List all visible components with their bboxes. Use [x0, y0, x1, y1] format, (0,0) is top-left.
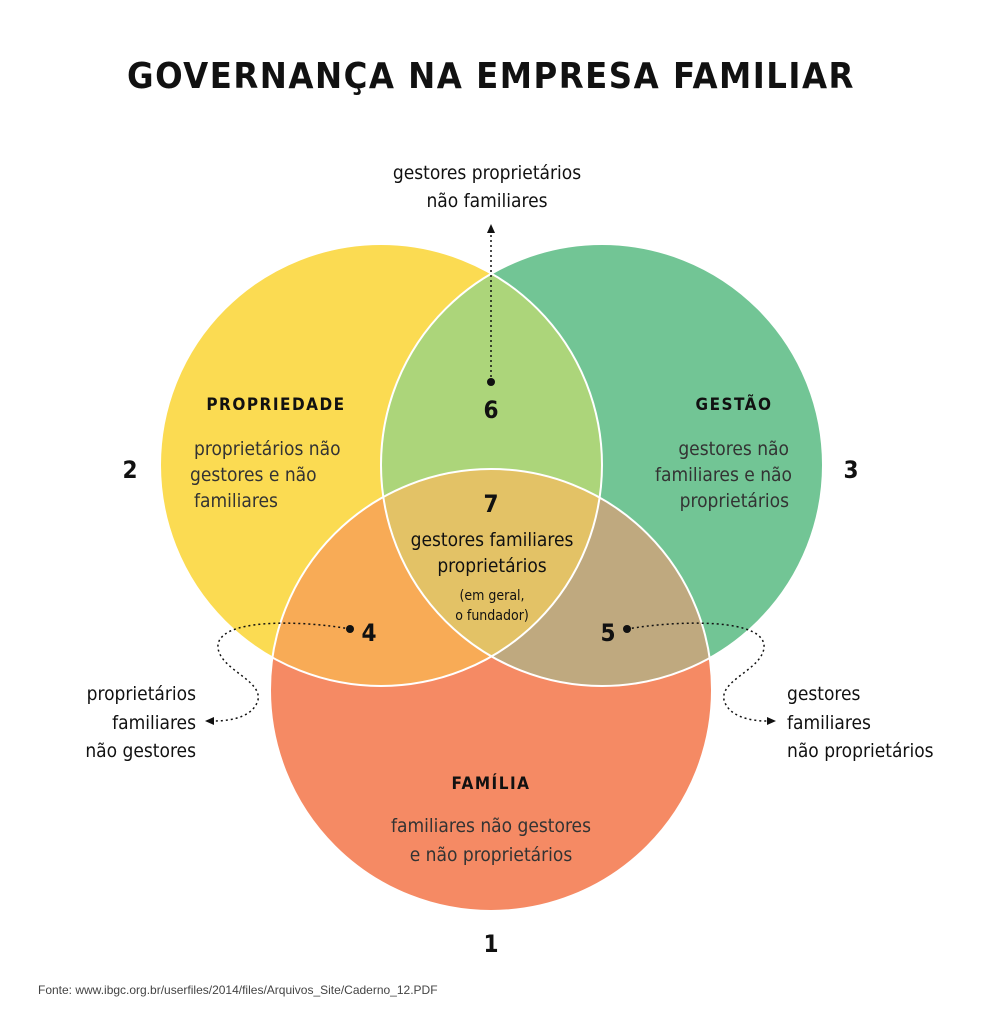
desc-propriedade-line-1: proprietários não: [194, 438, 341, 460]
desc-gestao-line-1: gestores não: [678, 438, 789, 460]
desc-propriedade-line-3: familiares: [194, 490, 278, 512]
callout-4-line-2: familiares: [112, 712, 196, 734]
callout-6-line-2: não familiares: [426, 190, 547, 212]
callout-6-line-1: gestores proprietários: [393, 162, 581, 184]
page-title: GOVERNANÇA NA EMPRESA FAMILIAR: [127, 56, 855, 97]
number-6: 6: [483, 396, 498, 424]
number-1: 1: [483, 930, 498, 958]
callout-5-line-2: familiares: [787, 712, 871, 734]
callout-4-line-1: proprietários: [87, 683, 196, 705]
desc-gestao-line-3: proprietários: [680, 490, 789, 512]
center-subtext-line-2: o fundador): [455, 608, 529, 624]
callout-5-line-1: gestores: [787, 683, 861, 705]
label-propriedade: PROPRIEDADE: [206, 395, 345, 415]
number-7: 7: [483, 490, 498, 518]
number-5: 5: [600, 619, 615, 647]
center-text-line-2: proprietários: [437, 555, 546, 577]
overlap-5-region: [381, 469, 712, 686]
callout-5-line-3: não proprietários: [787, 740, 934, 762]
desc-gestao-line-2: familiares e não: [655, 464, 792, 486]
center-subtext-line-1: (em geral,: [459, 588, 524, 604]
desc-familia-line-1: familiares não gestores: [391, 815, 591, 837]
desc-familia-line-2: e não proprietários: [410, 844, 573, 866]
callout-4-connector: [205, 622, 354, 725]
callout-4-line-3: não gestores: [85, 740, 196, 762]
center-text-line-1: gestores familiares: [411, 529, 574, 551]
number-3: 3: [843, 456, 858, 484]
callout-5-connector: [623, 622, 776, 725]
source-note: Fonte: www.ibgc.org.br/userfiles/2014/fi…: [38, 983, 438, 997]
desc-propriedade-line-2: gestores e não: [190, 464, 317, 486]
label-gestao: GESTÃO: [696, 392, 773, 415]
number-4: 4: [361, 619, 376, 647]
label-familia: FAMÍLIA: [451, 772, 530, 794]
circle-outlines: [159, 243, 824, 912]
number-2: 2: [122, 456, 137, 484]
callout-6-connector: [487, 224, 495, 386]
